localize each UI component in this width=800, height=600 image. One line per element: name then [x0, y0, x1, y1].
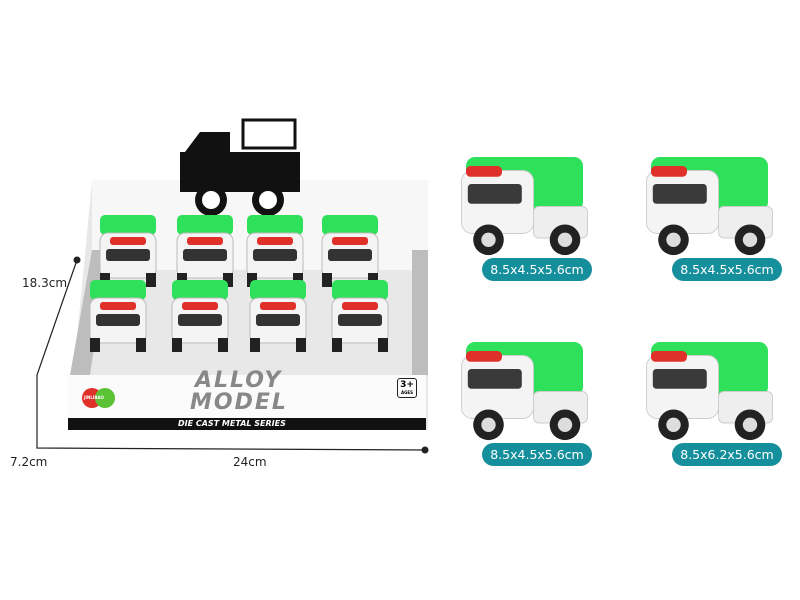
age-badge-text: 3+	[400, 380, 414, 390]
truck-side-text: ECO CAR	[560, 335, 588, 342]
brand-line1: ALLOY	[195, 368, 283, 393]
truck-side-text: SANITATION	[730, 335, 772, 343]
brand-line2: MODEL	[190, 390, 288, 415]
height-label: 18.3cm	[22, 276, 68, 290]
depth-label: 7.2cm	[10, 455, 48, 469]
age-badge: 3+AGES	[397, 378, 417, 398]
dimension-lines	[36, 259, 426, 451]
size-pill: 8.5x4.5x5.6cm	[482, 258, 592, 281]
size-pill: 8.5x4.5x5.6cm	[672, 258, 782, 281]
series-text: DIE CAST METAL SERIES	[178, 419, 286, 428]
size-pill: 8.5x4.5x5.6cm	[482, 443, 592, 466]
display-box	[68, 118, 428, 430]
width-label: 24cm	[233, 455, 267, 469]
truck-side-text: ECO CAR	[745, 150, 773, 157]
logo: JINLIBAO	[84, 395, 104, 400]
size-pill: 8.5x6.2x5.6cm	[672, 443, 782, 466]
age-badge-sub: AGES	[401, 390, 413, 395]
truck-side-text: SANITATION	[545, 150, 587, 158]
